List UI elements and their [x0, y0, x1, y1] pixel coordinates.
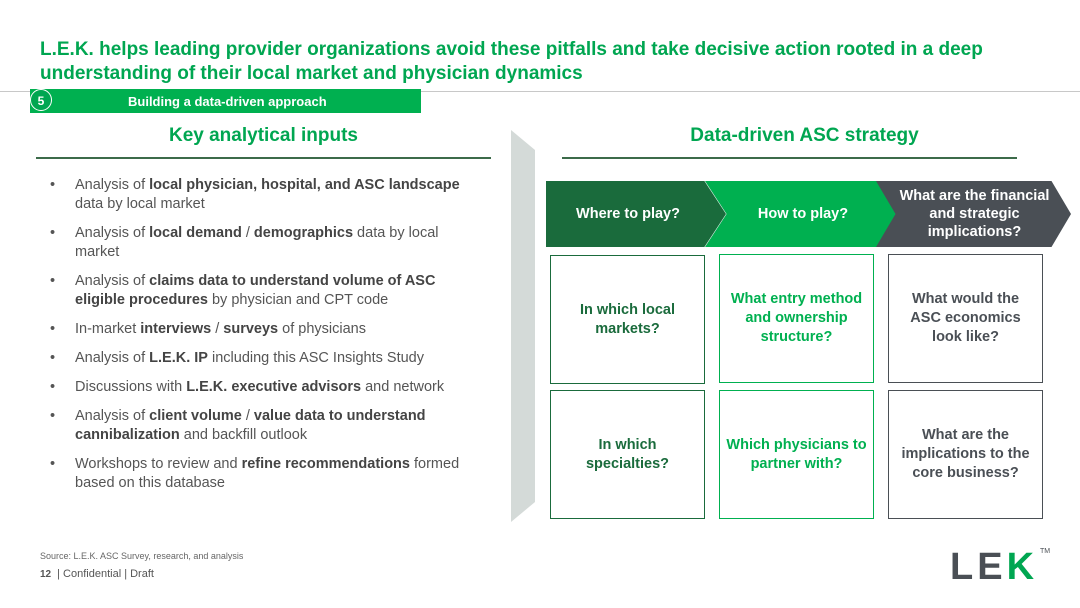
question-box-local-markets: In which local markets?	[550, 255, 705, 384]
source-note: Source: L.E.K. ASC Survey, research, and…	[40, 551, 244, 561]
arrow-how-to-play: How to play?	[705, 181, 901, 247]
bullet-emphasis: value data to understand cannibalization	[75, 408, 426, 443]
input-bullet-item: In-market interviews / surveys of physic…	[50, 320, 470, 339]
bullet-text: Analysis of	[75, 350, 150, 366]
input-bullet-item: Analysis of claims data to understand vo…	[50, 272, 470, 310]
bullet-text: data by local market	[75, 196, 205, 212]
bullet-emphasis: L.E.K. IP	[149, 350, 208, 366]
right-column-rule	[562, 157, 1017, 159]
inputs-bullet-list: Analysis of local physician, hospital, a…	[50, 176, 470, 503]
bullet-text: Analysis of	[75, 225, 150, 241]
arrow-financial-implications: What are the financial and strategic imp…	[876, 181, 1071, 247]
section-number-badge: 5	[30, 89, 52, 111]
header-divider	[0, 91, 1080, 92]
bullet-text: Analysis of	[75, 408, 150, 424]
arrow-where-to-play: Where to play?	[546, 181, 726, 247]
bullet-text: Analysis of	[75, 177, 150, 193]
bullet-emphasis: claims data to understand volume of ASC …	[75, 273, 436, 308]
input-bullet-item: Analysis of client volume / value data t…	[50, 407, 470, 445]
question-box-core-business: What are the implications to the core bu…	[888, 390, 1043, 519]
bullet-text: by physician and CPT code	[207, 292, 389, 308]
bullet-text: Discussions with	[75, 379, 187, 395]
bullet-text: /	[241, 225, 254, 241]
bullet-text: formed based on this database	[75, 456, 460, 491]
bullet-emphasis: client volume	[149, 408, 242, 424]
bullet-emphasis: demographics	[253, 225, 354, 241]
page-number: 12	[40, 569, 52, 580]
bullet-emphasis: refine recommendations	[241, 456, 410, 472]
bullet-text: /	[211, 321, 224, 337]
right-column-heading: Data-driven ASC strategy	[690, 125, 919, 146]
question-box-entry-method: What entry method and ownership structur…	[719, 254, 874, 383]
input-bullet-item: Workshops to review and refine recommend…	[50, 455, 470, 493]
input-bullet-item: Analysis of local demand / demographics …	[50, 224, 470, 262]
bullet-text: of physicians	[278, 321, 366, 337]
input-bullet-item: Analysis of L.E.K. IP including this ASC…	[50, 349, 470, 368]
question-box-specialties: In which specialties?	[550, 390, 705, 519]
bullet-text: and backfill outlook	[179, 427, 308, 443]
bullet-emphasis: interviews	[140, 321, 212, 337]
bullet-text: /	[241, 408, 254, 424]
bullet-text: data by local market	[75, 225, 439, 260]
bullet-text: In-market	[75, 321, 141, 337]
lek-logo: LEK	[950, 546, 1039, 588]
question-box-physicians: Which physicians to partner with?	[719, 390, 874, 519]
trademark-mark: TM	[1040, 548, 1051, 555]
page-title: L.E.K. helps leading provider organizati…	[40, 39, 983, 84]
section-banner	[30, 89, 421, 113]
confidentiality-label: | Confidential | Draft	[57, 568, 154, 580]
bullet-text: and network	[361, 379, 445, 395]
bullet-emphasis: L.E.K. executive advisors	[186, 379, 362, 395]
question-box-asc-economics: What would the ASC economics look like?	[888, 254, 1043, 383]
bullet-text: including this ASC Insights Study	[207, 350, 424, 366]
bullet-emphasis: local physician, hospital, and ASC lands…	[149, 177, 460, 193]
left-column-rule	[36, 157, 491, 159]
section-banner-label: Building a data-driven approach	[128, 94, 327, 109]
left-column-heading: Key analytical inputs	[168, 125, 358, 146]
chevron-divider-icon	[511, 130, 535, 522]
footer: 12 | Confidential | Draft	[40, 568, 154, 580]
bullet-text: Workshops to review and	[75, 456, 242, 472]
bullet-emphasis: surveys	[223, 321, 279, 337]
bullet-emphasis: local demand	[149, 225, 242, 241]
input-bullet-item: Analysis of local physician, hospital, a…	[50, 176, 470, 214]
bullet-text: Analysis of	[75, 273, 150, 289]
input-bullet-item: Discussions with L.E.K. executive adviso…	[50, 378, 470, 397]
